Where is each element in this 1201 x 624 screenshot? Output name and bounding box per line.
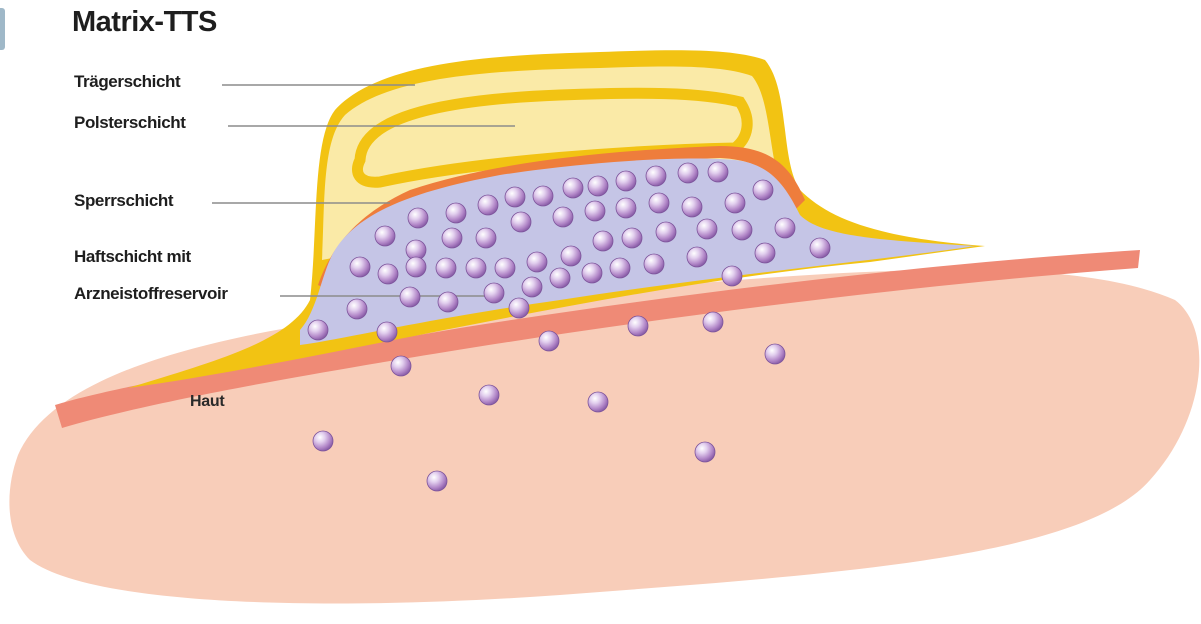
drug-particle-icon [484, 283, 504, 303]
drug-particle-icon [406, 257, 426, 277]
drug-particle-icon [678, 163, 698, 183]
drug-particle-icon [687, 247, 707, 267]
drug-particle-icon [442, 228, 462, 248]
drug-particle-icon [697, 219, 717, 239]
drug-particle-icon [446, 203, 466, 223]
drug-particle-icon [810, 238, 830, 258]
drug-particle-icon [511, 212, 531, 232]
drug-particle-icon [616, 198, 636, 218]
drug-particle-icon [610, 258, 630, 278]
drug-particle-icon [722, 266, 742, 286]
drug-particle-icon [476, 228, 496, 248]
drug-particle-icon [436, 258, 456, 278]
drug-particle-icon [628, 316, 648, 336]
drug-particle-icon [495, 258, 515, 278]
drug-particle-icon [703, 312, 723, 332]
drug-particle-icon [593, 231, 613, 251]
drug-particle-icon [553, 207, 573, 227]
drug-particle-icon [644, 254, 664, 274]
drug-particle-icon [478, 195, 498, 215]
drug-particle-icon [582, 263, 602, 283]
drug-particle-icon [550, 268, 570, 288]
drug-particle-icon [438, 292, 458, 312]
drug-particle-icon [466, 258, 486, 278]
drug-particle-icon [378, 264, 398, 284]
diagram-title: Matrix-TTS [72, 6, 217, 39]
drug-particle-icon [775, 218, 795, 238]
label-haftschicht-line2: Arzneistoffreservoir [74, 284, 228, 304]
drug-particle-icon [505, 187, 525, 207]
drug-particle-icon [479, 385, 499, 405]
drug-particle-icon [427, 471, 447, 491]
drug-particle-icon [408, 208, 428, 228]
label-haut: Haut [190, 393, 224, 411]
drug-particle-icon [753, 180, 773, 200]
drug-particle-icon [708, 162, 728, 182]
drug-particle-icon [522, 277, 542, 297]
drug-particle-icon [725, 193, 745, 213]
drug-particle-icon [732, 220, 752, 240]
drug-particle-icon [588, 176, 608, 196]
label-traegerschicht: Trägerschicht [74, 72, 180, 92]
drug-particle-icon [350, 257, 370, 277]
drug-particle-icon [533, 186, 553, 206]
drug-particle-icon [755, 243, 775, 263]
drug-particle-icon [347, 299, 367, 319]
drug-particle-icon [649, 193, 669, 213]
drug-particle-icon [656, 222, 676, 242]
drug-particle-icon [539, 331, 559, 351]
drug-particle-icon [509, 298, 529, 318]
drug-particle-icon [308, 320, 328, 340]
drug-particle-icon [561, 246, 581, 266]
drug-particle-icon [377, 322, 397, 342]
drug-particle-icon [313, 431, 333, 451]
drug-particle-icon [391, 356, 411, 376]
label-polsterschicht: Polsterschicht [74, 113, 186, 133]
drug-particle-icon [765, 344, 785, 364]
drug-particle-icon [400, 287, 420, 307]
drug-particle-icon [616, 171, 636, 191]
drug-particle-icon [682, 197, 702, 217]
drug-particle-icon [563, 178, 583, 198]
label-sperrschicht: Sperrschicht [74, 191, 173, 211]
drug-particle-icon [622, 228, 642, 248]
label-haftschicht-line1: Haftschicht mit [74, 247, 191, 267]
drug-particle-icon [646, 166, 666, 186]
drug-particle-icon [695, 442, 715, 462]
drug-particle-icon [527, 252, 547, 272]
drug-particle-icon [588, 392, 608, 412]
drug-particle-icon [585, 201, 605, 221]
drug-particle-icon [375, 226, 395, 246]
